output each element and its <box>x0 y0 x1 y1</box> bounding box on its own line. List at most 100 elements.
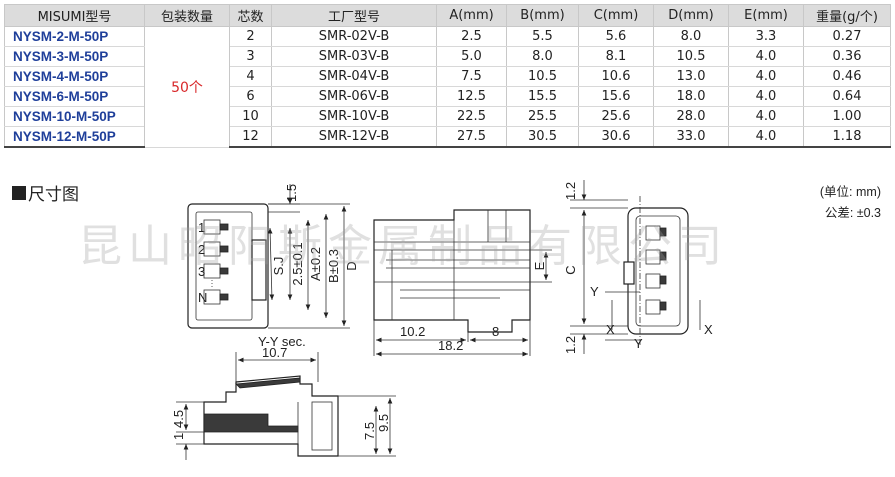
table-cell: SMR-02V-B <box>271 26 437 47</box>
table-cell: 10.6 <box>578 66 654 87</box>
model-cell: NYSM-3-M-50P <box>4 46 145 67</box>
table-cell: 10 <box>229 106 272 127</box>
dim-label: 8 <box>492 324 499 339</box>
tolerance-label: 公差: ±0.3 <box>824 206 881 220</box>
table-cell: 13.0 <box>653 66 729 87</box>
section-marker: X <box>606 322 615 337</box>
header-cell: D(mm) <box>653 4 729 27</box>
dim-label: E <box>532 261 547 270</box>
table-row: NYSM-10-M-50P 10 SMR-10V-B 22.5 25.5 25.… <box>4 106 891 127</box>
section-marker: Y <box>634 336 643 351</box>
table-cell: 8.0 <box>506 46 579 67</box>
section-marker: Y <box>590 284 599 299</box>
side-dimensions: E 10.2 8 18.2 <box>373 249 552 357</box>
square-bullet-icon <box>12 185 26 200</box>
table-cell: 4.0 <box>728 86 804 107</box>
model-cell: NYSM-10-M-50P <box>4 106 145 127</box>
table-cell: 1.18 <box>803 126 891 148</box>
dim-label: 1.2 <box>563 336 578 354</box>
dim-label: 4.5 <box>171 410 186 428</box>
header-cell: E(mm) <box>728 4 804 27</box>
header-cell: 芯数 <box>229 4 272 27</box>
table-cell: 4.0 <box>728 126 804 148</box>
table-cell: 22.5 <box>436 106 507 127</box>
model-cell: NYSM-12-M-50P <box>4 126 145 148</box>
table-cell: 8.0 <box>653 26 729 47</box>
header-cell: MISUMI型号 <box>4 4 145 27</box>
table-cell: SMR-06V-B <box>271 86 437 107</box>
table-cell: 10.5 <box>653 46 729 67</box>
table-cell: 3.3 <box>728 26 804 47</box>
rear-dimensions: 1.2 C 1.2 Y X X Y <box>563 180 713 354</box>
table-cell: 30.6 <box>578 126 654 148</box>
spec-table: MISUMI型号 包装数量 芯数 工厂型号 A(mm) B(mm) C(mm) … <box>4 4 891 148</box>
table-header-row: MISUMI型号 包装数量 芯数 工厂型号 A(mm) B(mm) C(mm) … <box>4 4 891 27</box>
front-dimensions: 1.5 S.J 2.5±0.1 A±0.2 B±0.3 D <box>267 184 359 329</box>
table-row: NYSM-4-M-50P 4 SMR-04V-B 7.5 10.5 10.6 1… <box>4 66 891 87</box>
unit-label: (单位: mm) <box>819 185 881 199</box>
dim-label: 7.5 <box>362 422 377 440</box>
table-cell: 4.0 <box>728 66 804 87</box>
header-cell: 重量(g/个) <box>803 4 891 27</box>
section-view-label: Y-Y sec. <box>258 334 306 349</box>
table-cell: SMR-03V-B <box>271 46 437 67</box>
dim-label: 10.7 <box>262 345 287 360</box>
table-cell: SMR-04V-B <box>271 66 437 87</box>
table-cell: 5.6 <box>578 26 654 47</box>
dim-label: 10.2 <box>400 324 425 339</box>
table-cell: SMR-12V-B <box>271 126 437 148</box>
pin-label: 2 <box>198 242 205 257</box>
table-cell: 4 <box>229 66 272 87</box>
table-cell: 0.27 <box>803 26 891 47</box>
dim-label: 1.2 <box>563 182 578 200</box>
table-cell: SMR-10V-B <box>271 106 437 127</box>
dim-label: S.J <box>271 257 286 276</box>
table-cell: 12 <box>229 126 272 148</box>
pin-label: 3 <box>198 264 205 279</box>
dim-label: A±0.2 <box>308 247 323 281</box>
table-cell: 18.0 <box>653 86 729 107</box>
table-row: NYSM-12-M-50P 12 SMR-12V-B 27.5 30.5 30.… <box>4 126 891 148</box>
table-cell: 27.5 <box>436 126 507 148</box>
dim-label: C <box>563 265 578 274</box>
model-cell: NYSM-6-M-50P <box>4 86 145 107</box>
dim-label: 18.2 <box>438 338 463 353</box>
dim-label: D <box>344 261 359 270</box>
table-row: NYSM-2-M-50P 50个 2 SMR-02V-B 2.5 5.5 5.6… <box>4 26 891 148</box>
table-row: NYSM-6-M-50P 6 SMR-06V-B 12.5 15.5 15.6 … <box>4 86 891 107</box>
pin-label: 1 <box>198 220 205 235</box>
table-cell: 15.6 <box>578 86 654 107</box>
unit-note: (单位: mm) 公差: ±0.3 <box>820 182 881 224</box>
side-view <box>373 209 531 333</box>
table-row: NYSM-3-M-50P 3 SMR-03V-B 5.0 8.0 8.1 10.… <box>4 46 891 67</box>
table-cell: 25.6 <box>578 106 654 127</box>
section-title-text: 尺寸图 <box>28 185 79 205</box>
table-cell: 30.5 <box>506 126 579 148</box>
table-cell: 7.5 <box>436 66 507 87</box>
section-title: 尺寸图 <box>12 180 79 205</box>
table-cell: 28.0 <box>653 106 729 127</box>
dim-label: 1.5 <box>284 184 299 202</box>
section-marker: X <box>704 322 713 337</box>
header-cell: A(mm) <box>436 4 507 27</box>
table-cell: 6 <box>229 86 272 107</box>
pin-label: N <box>198 290 207 305</box>
header-cell: 包装数量 <box>144 4 230 27</box>
dim-label: B±0.3 <box>326 249 341 283</box>
table-cell: 10.5 <box>506 66 579 87</box>
section-view: Y-Y sec. 10.7 4.5 1 7.5 9.5 <box>171 334 396 460</box>
header-cell: C(mm) <box>578 4 654 27</box>
table-cell: 3 <box>229 46 272 67</box>
model-cell: NYSM-2-M-50P <box>4 26 145 47</box>
table-cell: 33.0 <box>653 126 729 148</box>
pack-qty-cell: 50个 <box>144 26 230 148</box>
header-cell: B(mm) <box>506 4 579 27</box>
table-cell: 5.5 <box>506 26 579 47</box>
dim-label: 9.5 <box>376 414 391 432</box>
table-cell: 4.0 <box>728 106 804 127</box>
dimension-drawing: 1 2 3 N 1.5 S.J 2.5±0.1 A±0.2 B±0.3 D <box>171 180 713 460</box>
table-cell: 0.46 <box>803 66 891 87</box>
table-cell: 12.5 <box>436 86 507 107</box>
header-cell: 工厂型号 <box>271 4 437 27</box>
